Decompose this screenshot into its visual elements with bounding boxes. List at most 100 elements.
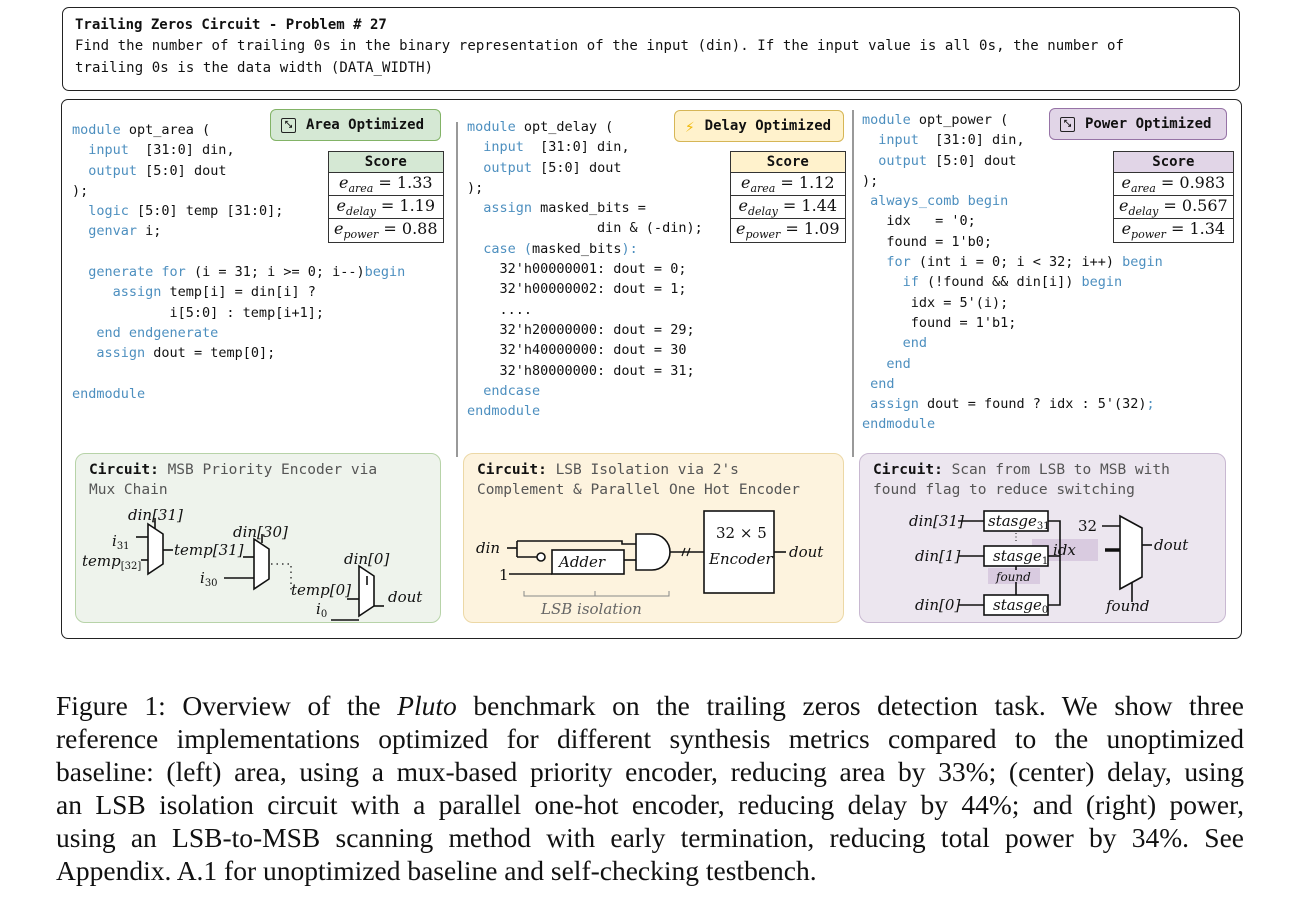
code-text: temp[i] = din[i] ? — [161, 284, 316, 301]
score-delay: edelay = 1.44 — [730, 195, 846, 220]
code-text: ); — [72, 182, 89, 199]
code-keyword: begin — [364, 264, 406, 281]
code-keyword: logic — [88, 203, 129, 220]
code-keyword: begin — [1081, 274, 1123, 291]
code-line: genvar i; — [72, 223, 161, 239]
circuit-title: Circuit: LSB Isolation via 2's Complemen… — [477, 462, 801, 498]
problem-description-line-2: trailing 0s is the data width (DATA_WIDT… — [75, 60, 434, 76]
code-text: 32'h00000001: dout = 0; — [467, 261, 687, 278]
implementations-box — [61, 99, 1242, 639]
code-line: idx = '0; — [862, 213, 975, 229]
lsb-isolation-diagram: din 1 Adder 32 × 5 Encoder dout LSB isol… — [476, 510, 824, 618]
caption-text: benchmark on the trailing zeros detectio… — [456, 690, 1245, 721]
code-line: for (int i = 0; i < 32; i++) begin — [862, 254, 1162, 270]
code-block-delay: module opt_delay ( input [31:0] din, out… — [467, 117, 703, 421]
label-one: 1 — [499, 566, 509, 584]
found-highlight — [988, 568, 1040, 584]
code-line: end endgenerate — [72, 325, 218, 341]
code-text — [467, 200, 483, 216]
figure-caption: Figure 1: Overview of the Pluto benchmar… — [56, 689, 1244, 887]
code-text — [72, 345, 96, 361]
caption-text: Appendix. A.1 for unoptimized baseline a… — [56, 855, 817, 886]
code-line: 32'h40000000: dout = 30 — [467, 342, 687, 358]
score-area: earea = 0.983 — [1113, 171, 1234, 197]
code-text: din & (-din); — [467, 220, 703, 237]
code-line: 32'h00000002: dout = 1; — [467, 281, 687, 298]
code-line: input [31:0] din, — [862, 132, 1024, 149]
caption-line: baseline: (left) area, using a mux-based… — [56, 755, 1244, 788]
code-line: if (!found && din[i]) begin — [862, 274, 1122, 290]
code-line: endmodule — [72, 386, 145, 402]
label-i30: i30 — [200, 569, 218, 589]
score-power: epower = 1.09 — [730, 218, 846, 243]
code-keyword: output — [483, 159, 533, 176]
code-line: ); — [72, 183, 88, 199]
code-text: found = 1'b0; — [862, 233, 993, 250]
column-divider — [852, 110, 854, 457]
code-keyword: module — [72, 122, 121, 138]
code-text — [72, 325, 96, 341]
code-keyword: ): — [621, 240, 638, 257]
code-text — [72, 284, 113, 300]
code-keyword: end — [902, 335, 928, 352]
code-text: dout = temp[0]; — [145, 345, 276, 362]
compress-arrows-icon: ⤡ — [281, 117, 296, 133]
code-line: din & (-din); — [467, 220, 703, 236]
circuit-title: Circuit: Scan from LSB to MSB with found… — [873, 462, 1170, 498]
code-text — [862, 254, 886, 270]
code-keyword: input — [483, 139, 524, 156]
circuit-box-delay: Circuit: LSB Isolation via 2's Complemen… — [463, 453, 844, 623]
code-text: 32'h80000000: dout = 31; — [467, 362, 695, 379]
code-line: logic [5:0] temp [31:0]; — [72, 203, 283, 219]
benchmark-name: Pluto — [397, 690, 457, 721]
circuit-box-area: Circuit: MSB Priority Encoder via Mux Ch… — [75, 453, 441, 623]
code-keyword: input — [878, 132, 919, 149]
code-text — [72, 223, 88, 239]
code-text — [862, 356, 886, 372]
score-area: earea = 1.12 — [730, 171, 846, 197]
mux-31 — [147, 522, 164, 576]
label-din31: din[31] — [128, 506, 183, 524]
code-keyword: ; — [1146, 396, 1155, 413]
label-i0: i0 — [316, 600, 327, 620]
code-line: end — [862, 355, 911, 372]
code-text — [862, 153, 878, 169]
code-text: idx = 5'(i); — [862, 294, 1009, 311]
code-text: [5:0] dout — [927, 152, 1017, 169]
code-line: .... — [467, 302, 533, 318]
caption-line: Figure 1: Overview of the Pluto benchmar… — [56, 689, 1244, 722]
code-keyword: endmodule — [862, 416, 936, 433]
code-keyword: if — [902, 274, 919, 291]
code-keyword: output — [878, 152, 928, 169]
code-line: i[5:0] : temp[i+1]; — [72, 305, 324, 321]
code-keyword: end — [886, 355, 911, 372]
code-line: module opt_power ( — [862, 112, 1008, 128]
label-dout: dout — [789, 543, 824, 561]
score-power: epower = 0.88 — [328, 218, 444, 243]
label-din: din — [476, 539, 500, 557]
code-keyword: endcase — [483, 382, 541, 399]
label-found-select: found — [1105, 597, 1150, 615]
code-line: case (masked_bits): — [467, 240, 638, 257]
code-keyword: module — [467, 119, 516, 135]
code-keyword: assign — [112, 284, 162, 301]
code-keyword: input — [88, 142, 129, 159]
code-text: [5:0] temp [31:0]; — [128, 203, 284, 220]
code-line: 32'h80000000: dout = 31; — [467, 363, 695, 379]
code-text: (i = 31; i >= 0; i--) — [185, 264, 365, 281]
label-found-flag: found — [995, 570, 1031, 584]
label-dout: dout — [388, 588, 423, 606]
code-text: 32'h00000002: dout = 1; — [467, 281, 687, 298]
code-line: assign temp[i] = din[i] ? — [72, 284, 316, 300]
label-din31: din[31] — [909, 512, 964, 530]
code-text — [72, 163, 88, 179]
mux-chain-diagram: din[31] i31 temp[32] temp[31] din[30] i3… — [82, 506, 423, 621]
badge-label: Delay Optimized — [704, 118, 832, 134]
code-line: input [31:0] din, — [72, 142, 234, 159]
score-header: Score — [328, 151, 444, 173]
code-keyword: always_comb begin — [870, 193, 1009, 210]
delay-optimized-badge: ⚡ Delay Optimized — [674, 110, 844, 142]
code-text: opt_area ( — [120, 122, 211, 138]
code-line: ); — [862, 173, 878, 189]
